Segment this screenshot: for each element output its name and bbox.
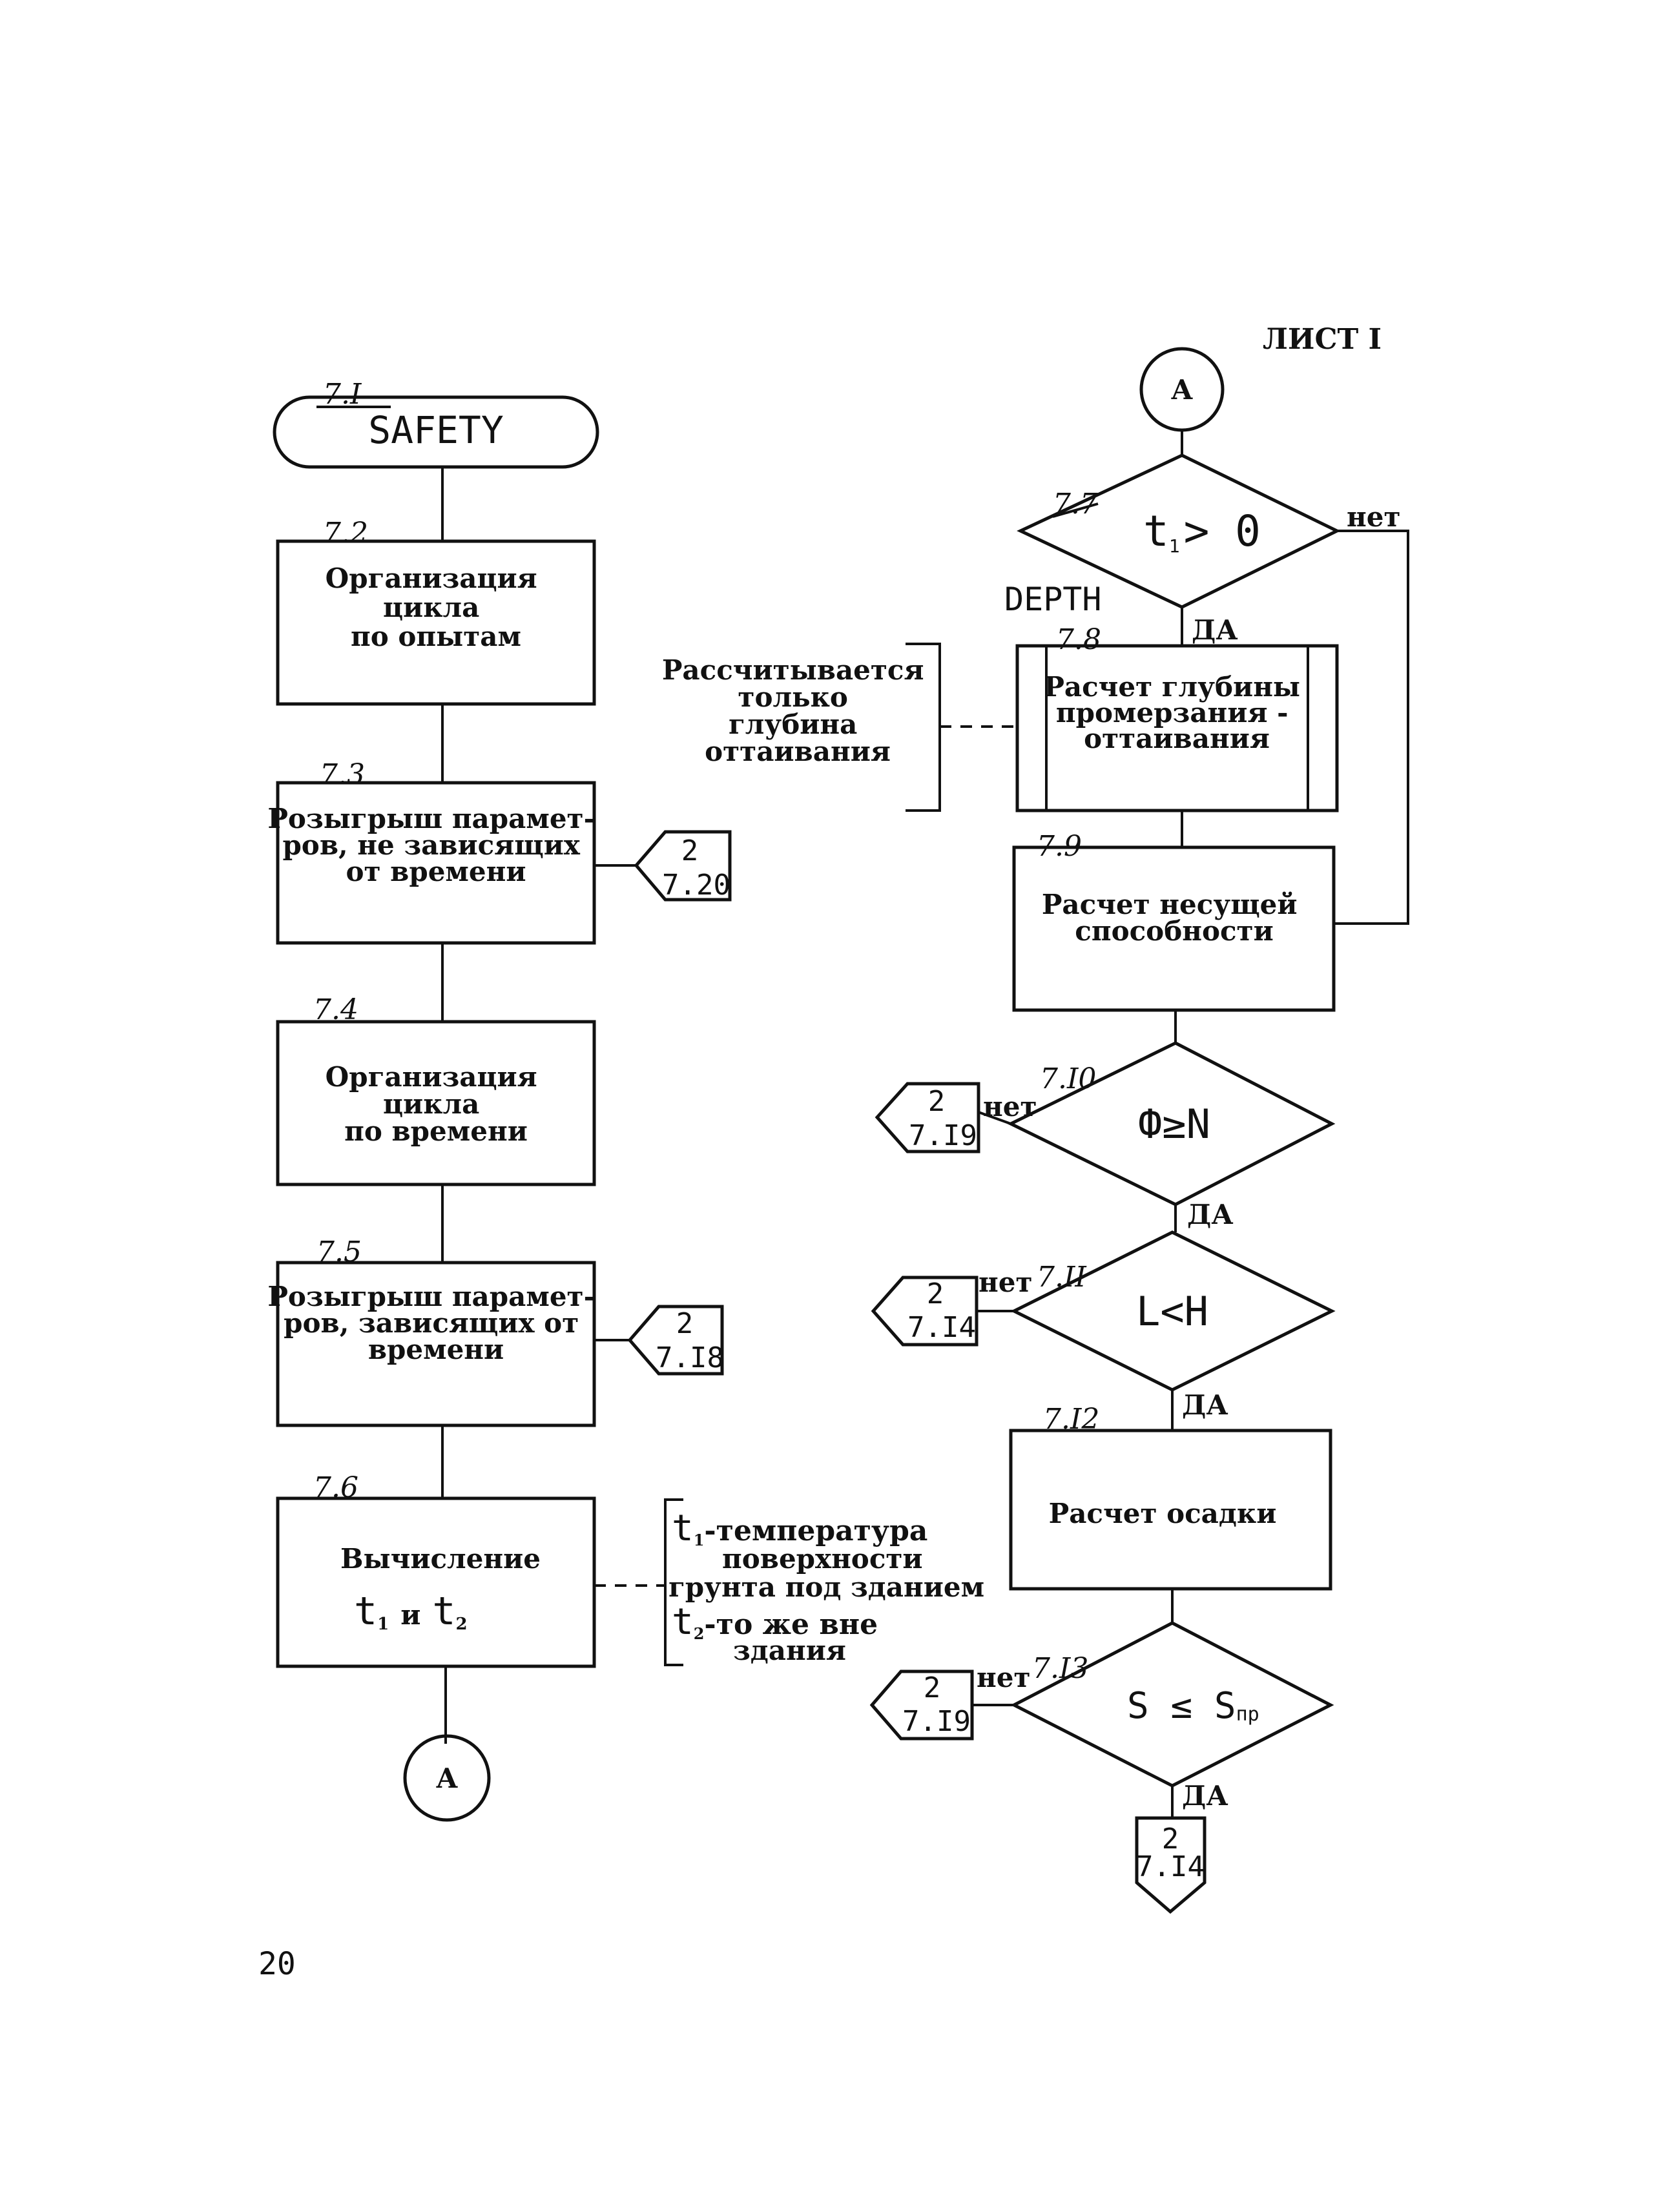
label-no-7-10: нет <box>983 1091 1037 1122</box>
label-yes-7-10: ДА <box>1187 1199 1234 1230</box>
node-7-10-id: 7.I0 <box>1040 1062 1096 1095</box>
node-7-3-text: Розыгрыш парамет- ров, не зависящих от в… <box>267 803 604 887</box>
node-7-8-id: 7.8 <box>1056 623 1101 656</box>
label-yes-7-7: ДА <box>1192 614 1238 646</box>
offpage-connector-7-19a: 2 7.I9 <box>875 1082 980 1153</box>
node-7-1-label: SAFETY <box>368 408 504 452</box>
subroutine-name: DEPTH <box>1004 581 1102 618</box>
node-7-3-process: 7.3 Розыгрыш парамет- ров, не зависящих … <box>267 758 604 945</box>
offpage-connector-7-18: 2 7.I8 <box>627 1305 724 1376</box>
svg-text:t1-температура: t1-температура <box>672 1507 927 1549</box>
node-7-10-decision: 7.I0 Ф≥N <box>1007 1041 1336 1206</box>
node-7-11-decision: 7.II L<H <box>1010 1230 1336 1392</box>
svg-text:2: 2 <box>927 1277 944 1310</box>
node-7-12-text: Расчет осадки <box>1049 1498 1277 1529</box>
svg-text:2: 2 <box>928 1085 946 1118</box>
offpage-connector-7-19b: 2 7.I9 <box>869 1669 974 1741</box>
svg-text:7.I9: 7.I9 <box>909 1119 977 1152</box>
node-7-1-terminal: 7.I SAFETY <box>273 378 599 469</box>
page-number: 20 <box>258 1946 296 1982</box>
node-7-2-id: 7.2 <box>323 517 368 550</box>
svg-text:7.I4: 7.I4 <box>1136 1850 1205 1883</box>
node-7-9-text: Расчет несущей способности <box>1042 889 1307 947</box>
svg-text:7.I8: 7.I8 <box>656 1341 724 1374</box>
svg-text:7.I4: 7.I4 <box>907 1311 976 1344</box>
node-7-8-subroutine: 7.8 Расчет глубины промерзания - оттаива… <box>1015 623 1339 812</box>
svg-text:7.20: 7.20 <box>662 869 730 902</box>
node-7-8-text: Расчет глубины промерзания - оттаивания <box>1044 671 1309 754</box>
offpage-connector-7-14a: 2 7.I4 <box>871 1276 979 1347</box>
node-7-3-id: 7.3 <box>320 758 365 791</box>
node-7-10-condition: Ф≥N <box>1138 1101 1210 1148</box>
node-7-4-text: Организация цикла по времени <box>326 1061 547 1147</box>
node-7-5-process: 7.5 Розыгрыш парамет- ров, зависящих от … <box>267 1235 604 1427</box>
offpage-connector-7-20: 2 7.20 <box>634 830 732 902</box>
node-7-7-condition: t1> 0 <box>1143 506 1261 557</box>
svg-text:2: 2 <box>676 1307 694 1340</box>
node-7-9-process: 7.9 Расчет несущей способности <box>1012 830 1336 1012</box>
node-7-13-condition: S ≤ Sпр <box>1127 1685 1259 1727</box>
node-7-2-text: Организация цикла по опытам <box>326 563 547 652</box>
svg-text:А: А <box>436 1762 458 1794</box>
svg-text:7.I9: 7.I9 <box>902 1705 971 1738</box>
node-7-4-process: 7.4 Организация цикла по времени <box>276 993 596 1186</box>
node-7-12-process: 7.I2 Расчет осадки <box>1009 1403 1332 1591</box>
label-no-7-13: нет <box>977 1662 1031 1693</box>
sheet-label: ЛИСТ I <box>1263 323 1382 356</box>
node-7-5-text: Розыгрыш парамет- ров, зависящих от врем… <box>267 1281 604 1365</box>
svg-text:грунта под зданием: грунта под зданием <box>668 1571 984 1603</box>
svg-text:2: 2 <box>1162 1823 1179 1855</box>
node-7-1-id: 7.I <box>323 378 362 411</box>
svg-text:2: 2 <box>924 1671 941 1704</box>
label-yes-7-13: ДА <box>1182 1780 1228 1812</box>
label-no-7-7: нет <box>1347 501 1401 533</box>
svg-text:поверхности: поверхности <box>722 1543 923 1575</box>
label-yes-7-11: ДА <box>1182 1389 1228 1421</box>
svg-text:2: 2 <box>681 834 699 867</box>
node-7-2-process: 7.2 Организация цикла по опытам <box>276 517 596 706</box>
depth-comment: Рассчитывается только глубина оттаивания <box>662 654 933 767</box>
node-7-6-text: Вычисление <box>340 1543 541 1575</box>
svg-text:здания: здания <box>733 1635 846 1666</box>
svg-text:А: А <box>1171 374 1193 406</box>
temperature-comment: t1-температура поверхности грунта под зд… <box>664 1498 984 1666</box>
node-7-11-condition: L<H <box>1136 1288 1208 1335</box>
svg-text:Рассчитывается только: Рассчитывается только глубина оттаивания <box>662 654 933 767</box>
label-no-7-11: нет <box>979 1266 1033 1298</box>
node-7-13-decision: 7.I3 S ≤ Sпр <box>1010 1621 1334 1788</box>
offpage-connector-7-14b: 2 7.I4 <box>1135 1816 1207 1914</box>
svg-text:t2-то же вне: t2-то же вне <box>672 1601 878 1643</box>
connector-a-out: А <box>403 1734 491 1822</box>
connector-a-in: А <box>1139 347 1225 432</box>
